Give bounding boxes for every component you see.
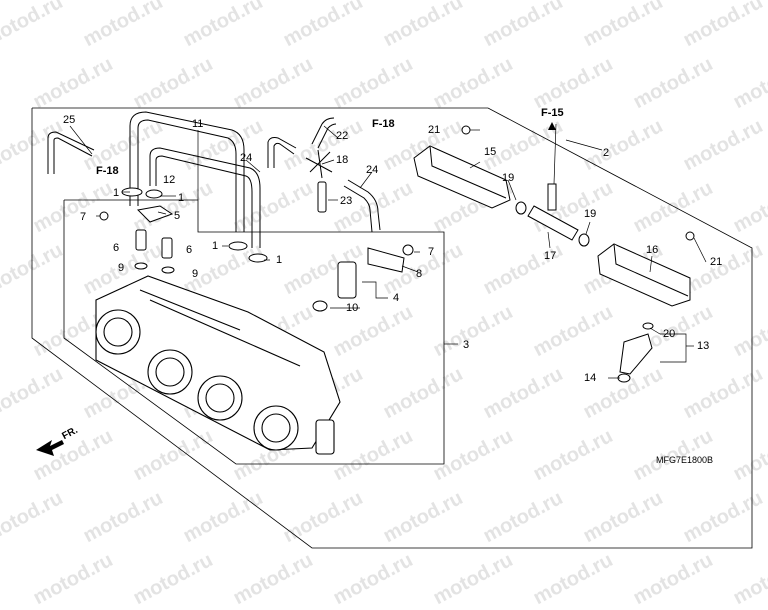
hose-24-left <box>267 137 297 168</box>
front-arrow <box>36 440 64 456</box>
leader-lines <box>69 123 707 379</box>
callout-7b: 7 <box>428 246 435 258</box>
ref-f18-right: F-18 <box>372 118 395 130</box>
callout-18: 18 <box>336 154 349 166</box>
callout-25: 25 <box>63 114 76 126</box>
callout-15: 15 <box>484 146 497 158</box>
callout-13: 13 <box>697 340 710 352</box>
ref-f15: F-15 <box>541 107 564 119</box>
callout-21b: 21 <box>710 256 723 268</box>
callout-17: 17 <box>544 250 557 262</box>
callout-14: 14 <box>584 372 597 384</box>
sensor-10 <box>312 261 357 312</box>
callout-4: 4 <box>393 292 400 304</box>
diagram-code: MFG7E1800B <box>656 455 714 465</box>
fuel-rail-15 <box>413 125 527 215</box>
callout-7a: 7 <box>80 211 87 223</box>
hose-24-right <box>343 179 381 233</box>
callout-16: 16 <box>646 244 659 256</box>
callout-19b: 19 <box>584 208 597 220</box>
throttle-body <box>95 275 341 455</box>
parts-diagram <box>31 107 753 549</box>
callout-9a: 9 <box>118 262 125 274</box>
callout-3: 3 <box>463 339 470 351</box>
callout-11: 11 <box>192 118 204 130</box>
ref-f18-left: F-18 <box>96 165 119 177</box>
callout-9b: 9 <box>192 268 199 280</box>
injector-13 <box>617 322 654 383</box>
callout-21a: 21 <box>428 124 441 136</box>
fuel-rail-16 <box>597 231 695 307</box>
hose-23 <box>317 181 327 213</box>
callout-24b: 24 <box>366 164 379 176</box>
callout-8: 8 <box>416 268 423 280</box>
callout-19a: 19 <box>502 172 515 184</box>
callout-5: 5 <box>174 210 181 222</box>
sensor-8 <box>367 247 405 273</box>
callout-24a: 24 <box>240 152 253 164</box>
callout-20: 20 <box>663 328 676 340</box>
hose-25 <box>47 131 95 174</box>
callout-1c: 1 <box>212 240 219 252</box>
hose-22 <box>311 117 337 149</box>
fuel-joint-17 <box>527 183 590 247</box>
joint-18 <box>305 149 333 179</box>
callout-22: 22 <box>336 130 349 142</box>
callout-6b: 6 <box>186 244 193 256</box>
callout-23: 23 <box>340 195 353 207</box>
ref-arrow-f15 <box>548 122 556 130</box>
callout-1d: 1 <box>276 254 283 266</box>
callout-2: 2 <box>603 147 610 159</box>
callout-12: 12 <box>163 174 176 186</box>
callout-10: 10 <box>346 302 359 314</box>
throttle-body-box <box>63 199 445 465</box>
callout-1a: 1 <box>113 187 120 199</box>
clamps <box>121 187 268 263</box>
assembly-outline <box>31 107 753 549</box>
small-parts <box>99 205 414 274</box>
callout-1b: 1 <box>178 192 185 204</box>
callout-6a: 6 <box>113 242 120 254</box>
hose-11 <box>129 111 261 248</box>
